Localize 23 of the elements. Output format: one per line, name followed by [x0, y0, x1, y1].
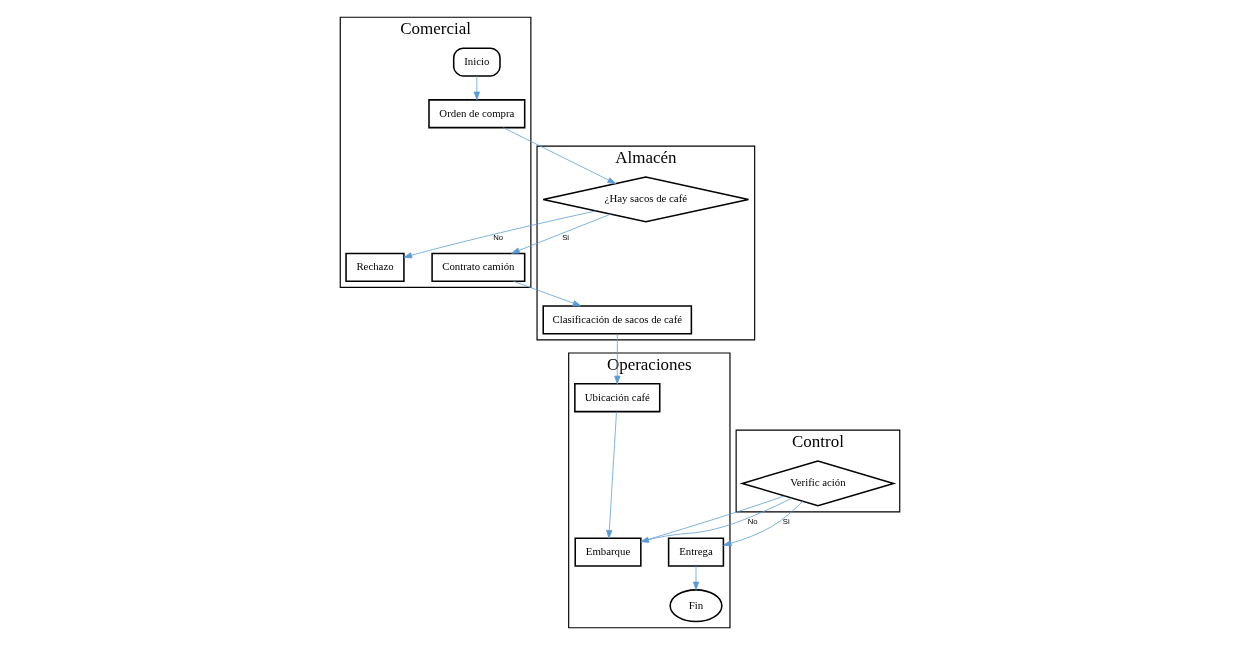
arrow	[502, 127, 617, 184]
node-box: Embarque	[574, 537, 642, 567]
node-box: Inicio	[452, 47, 501, 77]
edge-label: No	[747, 517, 758, 527]
arrow	[723, 500, 803, 547]
arrow	[692, 565, 700, 591]
node-ellipse: Fin	[669, 589, 723, 623]
arrow	[614, 333, 621, 385]
arrow	[403, 210, 597, 259]
node-box: Orden de compra	[428, 99, 526, 129]
arrow	[513, 280, 582, 307]
node-diamond: Verific ación	[739, 460, 897, 507]
node-box: Entrega	[667, 537, 725, 567]
edge-label: No	[493, 232, 503, 242]
arrow	[511, 213, 611, 254]
edge-label: Si	[782, 517, 790, 527]
node-box: Ubicación café	[574, 383, 661, 413]
edge-label: Si	[562, 232, 570, 242]
node-box: Clasificación de sacos de café	[542, 305, 693, 335]
arrow	[473, 75, 480, 101]
node-box: Rechazo	[345, 252, 405, 282]
node-box: Contrato camión	[431, 252, 526, 282]
arrow	[606, 411, 617, 539]
